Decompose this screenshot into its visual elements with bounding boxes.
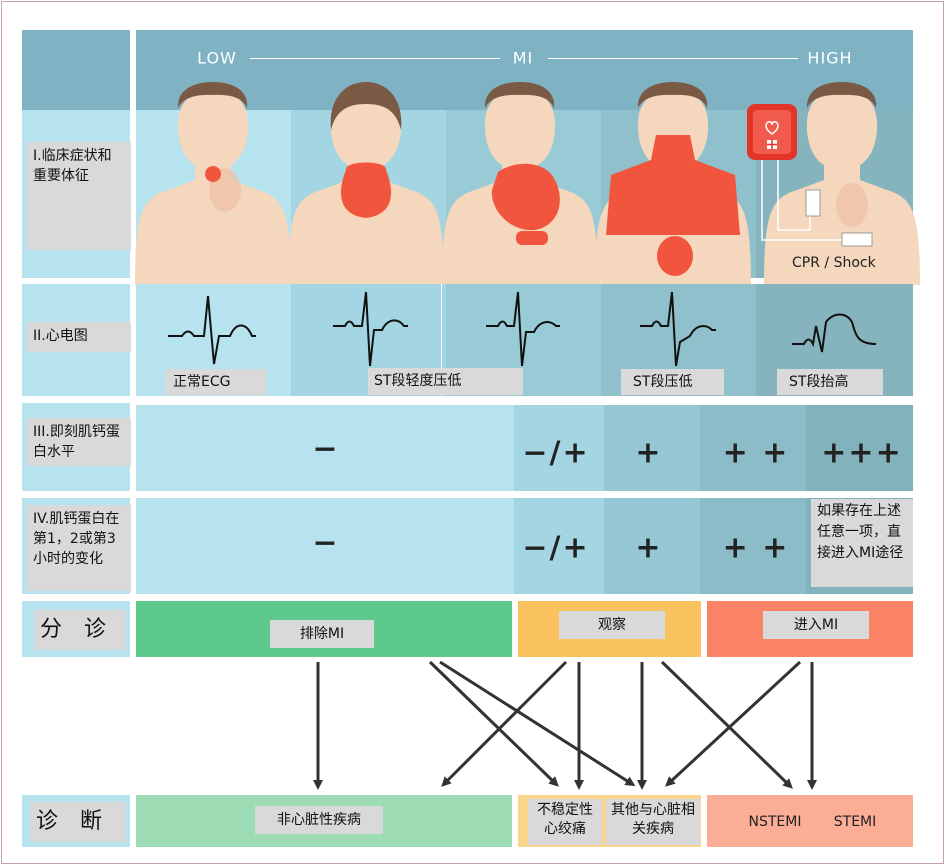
- defibrillator-icon: [747, 104, 873, 247]
- diagnosis-stemi-label: STEMI: [833, 814, 877, 830]
- arrow-observe-nstemi: [660, 660, 793, 789]
- arrow-ruleout-angina: [428, 660, 559, 787]
- triage-rule-out-label: 排除MI: [270, 620, 374, 648]
- row-label-diagnosis: 诊 断: [30, 802, 126, 842]
- figure-2-back: [288, 82, 444, 285]
- row-label-triage: 分 诊: [34, 610, 126, 650]
- troponin-level-2: −/+: [522, 435, 590, 471]
- troponin-level-3: +: [635, 435, 663, 471]
- ecg-label-elevation: ST段抬高: [777, 369, 883, 395]
- troponin-change-level-1: −: [312, 525, 340, 561]
- arrow-rulein-other: [665, 660, 802, 787]
- pain-marker-3: [491, 163, 560, 231]
- pain-marker-4: [606, 135, 740, 235]
- figure-5-chest: [764, 82, 920, 285]
- troponin-change-note: 如果存在上述任意一项，直接进入MI途径: [811, 499, 913, 587]
- scale-line-right: [548, 58, 798, 59]
- diagnosis-other-cardiac-label: 其他与心脏相关疾病: [606, 799, 700, 845]
- troponin-level-4: + +: [722, 435, 790, 471]
- ecg-label-normal: 正常ECG: [165, 369, 266, 395]
- ecg-trace-elevation: [792, 313, 877, 353]
- cpr-shock-label: CPR / Shock: [792, 255, 876, 271]
- troponin-level-1: −: [312, 431, 340, 467]
- arrow-ruleout-other: [439, 660, 636, 787]
- pain-marker-3b: [516, 231, 548, 245]
- figure-4-chest: [595, 82, 751, 285]
- pain-marker-4b: [657, 236, 693, 276]
- triage-rule-in-label: 进入MI: [763, 611, 869, 639]
- diagnosis-nstemi-label: NSTEMI: [748, 814, 802, 830]
- diagnosis-unstable-angina-label: 不稳定性心绞痛: [528, 799, 602, 845]
- pain-marker-2: [340, 162, 392, 218]
- pain-marker-1: [205, 166, 221, 182]
- row-label-symptoms: I.临床症状和重要体征: [27, 142, 131, 250]
- ecg-label-mild: ST段轻度压低: [368, 368, 523, 395]
- scale-low-label: LOW: [197, 48, 237, 68]
- troponin-change-level-2: −/+: [522, 530, 590, 566]
- row-label-troponin-change: IV.肌钙蛋白在第1，2或第3小时的变化: [27, 505, 131, 591]
- troponin-panel: [136, 405, 913, 491]
- ecg-trace-normal: [168, 295, 256, 365]
- scale-line-left: [250, 58, 500, 59]
- triage-observe-label: 观察: [559, 611, 665, 639]
- ecg-trace-mild2: [486, 291, 560, 367]
- ecg-label-depression: ST段压低: [621, 369, 724, 395]
- diagnosis-noncardiac-label: 非心脏性疾病: [255, 806, 383, 834]
- ecg-trace-mild: [333, 291, 408, 367]
- diagnosis-mi-box: [707, 795, 913, 847]
- ecg-trace-depression: [640, 291, 716, 367]
- scale-mi-label: MI: [512, 48, 534, 68]
- troponin-level-5: +++: [821, 435, 903, 471]
- figure-3-chest: [442, 82, 598, 285]
- scale-high-label: HIGH: [807, 48, 853, 68]
- troponin-change-level-3: +: [635, 530, 663, 566]
- arrow-observe-noncardiac: [441, 660, 568, 787]
- troponin-change-level-4: + +: [722, 530, 790, 566]
- row-label-ecg: II.心电图: [27, 322, 131, 352]
- row-label-troponin: III.即刻肌钙蛋白水平: [27, 418, 131, 466]
